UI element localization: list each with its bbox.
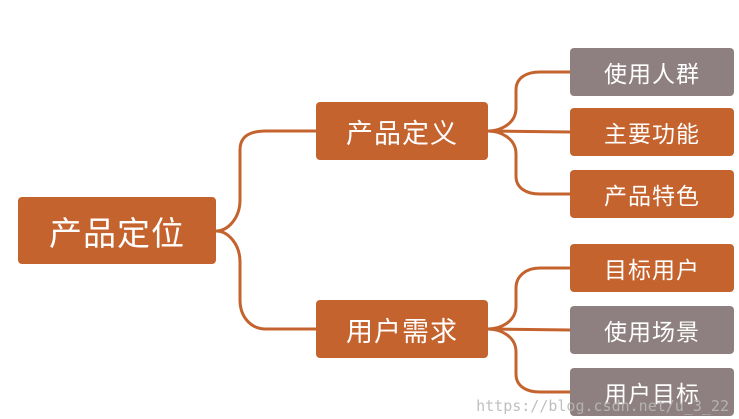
leaf-label: 主要功能 [604, 122, 700, 148]
leaf-label: 使用人群 [604, 62, 700, 88]
leaf-label: 使用场景 [604, 320, 700, 346]
watermark-url: https://blog.csdn.net/u_3_22 [476, 397, 729, 415]
connector-mid-1-to-leaf-0 [486, 266, 572, 331]
connector-mid-0-to-leaf-2 [486, 129, 572, 196]
root-node: 产品定位 [18, 197, 216, 264]
leaf-node-usage-scenarios: 使用场景 [570, 306, 734, 354]
leaf-label: 产品特色 [604, 184, 700, 210]
leaf-node-main-functions: 主要功能 [570, 108, 734, 156]
branch-node-user-needs: 用户需求 [316, 300, 488, 358]
leaf-node-product-features: 产品特色 [570, 170, 734, 218]
connector-root-to-mid-1 [214, 229, 318, 331]
branch-label: 用户需求 [346, 316, 458, 348]
branch-label: 产品定义 [346, 118, 458, 150]
connector-mid-1-to-leaf-2 [486, 327, 572, 394]
root-label: 产品定位 [49, 213, 185, 253]
leaf-label: 用户目标 [604, 382, 700, 408]
leaf-label: 目标用户 [604, 258, 700, 284]
connector-mid-0-to-leaf-1 [486, 129, 572, 134]
connector-mid-0-to-leaf-0 [486, 70, 572, 133]
leaf-node-target-audience: 使用人群 [570, 48, 734, 96]
leaf-node-user-goals: 用户目标 [570, 368, 734, 416]
connector-mid-1-to-leaf-1 [486, 327, 572, 332]
connector-root-to-mid-0 [214, 129, 318, 233]
leaf-node-target-users: 目标用户 [570, 244, 734, 292]
branch-node-product-definition: 产品定义 [316, 102, 488, 160]
